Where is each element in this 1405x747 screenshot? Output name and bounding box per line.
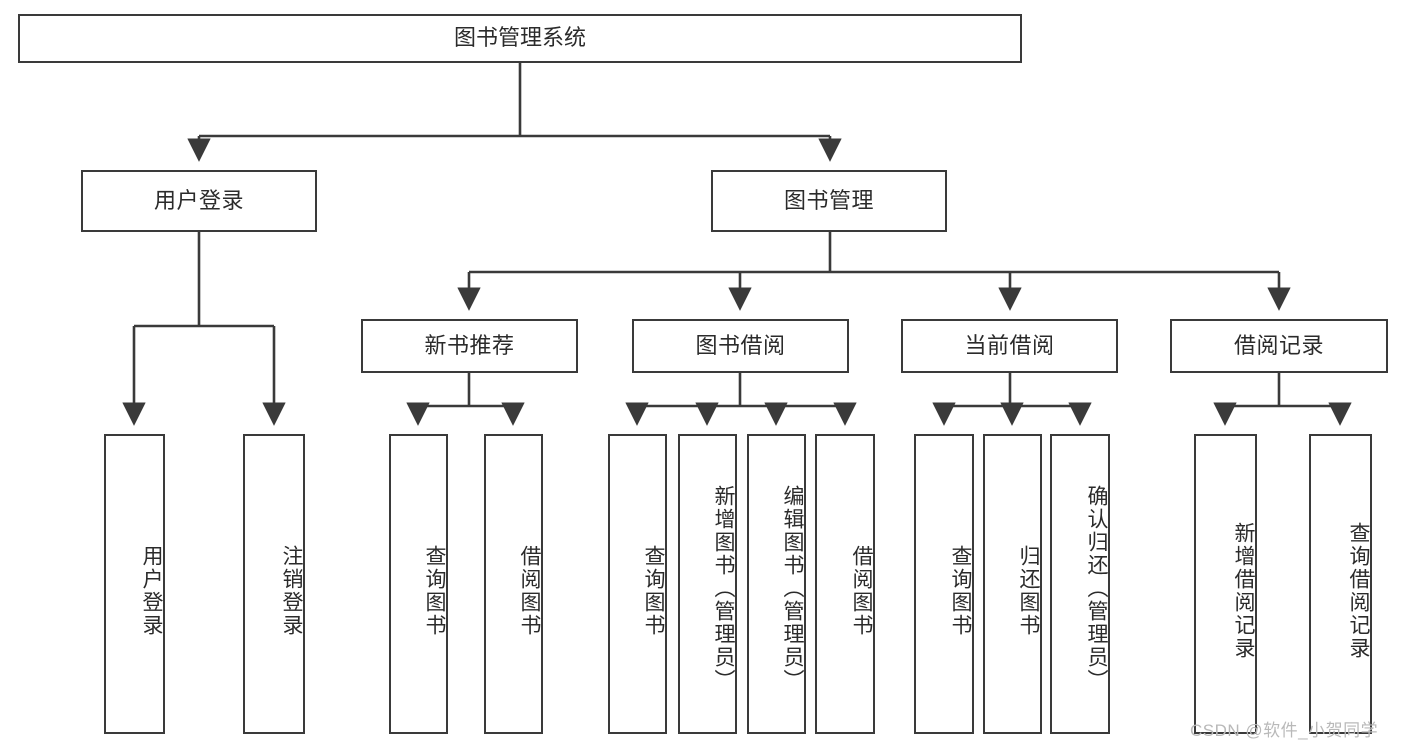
leaf-add-borrow-record[interactable]: 新增借阅记录 [1194,434,1257,734]
csdn-watermark: CSDN @软件_小贺同学 [1190,721,1379,740]
leaf-add-book-admin[interactable]: 新增图书（管理员） [678,434,737,734]
node-new-book-recommend[interactable]: 新书推荐 [361,319,578,373]
leaf-borrow-book[interactable]: 借阅图书 [815,434,875,734]
leaf-confirm-return-admin[interactable]: 确认归还（管理员） [1050,434,1110,734]
leaf-query-borrow-record[interactable]: 查询借阅记录 [1309,434,1372,734]
node-user-login[interactable]: 用户登录 [81,170,317,232]
leaf-edit-book-admin[interactable]: 编辑图书（管理员） [747,434,806,734]
node-root-system[interactable]: 图书管理系统 [18,14,1022,63]
leaf-logout[interactable]: 注销登录 [243,434,305,734]
leaf-user-login[interactable]: 用户登录 [104,434,165,734]
leaf-query-book-borrow[interactable]: 查询图书 [608,434,667,734]
leaf-borrow-book-recommend[interactable]: 借阅图书 [484,434,543,734]
leaf-return-book[interactable]: 归还图书 [983,434,1042,734]
node-borrow-record[interactable]: 借阅记录 [1170,319,1388,373]
node-current-borrow[interactable]: 当前借阅 [901,319,1118,373]
leaf-query-book-recommend[interactable]: 查询图书 [389,434,448,734]
node-book-management[interactable]: 图书管理 [711,170,947,232]
node-book-borrow[interactable]: 图书借阅 [632,319,849,373]
leaf-query-book-current[interactable]: 查询图书 [914,434,974,734]
